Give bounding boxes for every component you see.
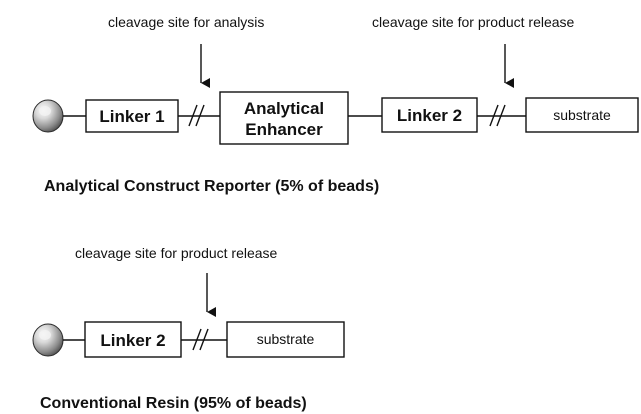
label-cleavage-release-bottom: cleavage site for product release — [75, 245, 278, 261]
cleavage-mark-release-top — [489, 104, 506, 127]
enhancer-label-line2: Enhancer — [245, 120, 323, 139]
substrate-label-bottom: substrate — [257, 331, 315, 347]
linker2-label-bottom: Linker 2 — [100, 331, 165, 350]
linker2-box-bottom — [84, 321, 182, 358]
analytical-construct: cleavage site for analysis cleavage site… — [32, 14, 639, 195]
linker2-box-top — [381, 97, 478, 133]
cleavage-mark-release-bottom — [192, 328, 209, 351]
caption-conventional-resin: Conventional Resin (95% of beads) — [40, 395, 307, 412]
analytical-enhancer-box — [219, 91, 349, 145]
resin-bead-icon — [32, 323, 64, 357]
enhancer-label-line1: Analytical — [244, 99, 324, 118]
resin-bead-icon — [32, 99, 64, 133]
label-cleavage-release-top: cleavage site for product release — [372, 14, 575, 30]
linker2-label-top: Linker 2 — [397, 106, 462, 125]
substrate-box-bottom — [226, 321, 345, 358]
linker1-box — [85, 99, 179, 133]
linker1-label: Linker 1 — [99, 107, 164, 126]
caption-analytical-construct: Analytical Construct Reporter (5% of bea… — [44, 178, 379, 195]
cleavage-mark-analysis — [188, 104, 205, 127]
substrate-label-top: substrate — [553, 107, 611, 123]
label-cleavage-analysis: cleavage site for analysis — [108, 14, 264, 30]
substrate-box-top — [525, 97, 639, 133]
conventional-resin: cleavage site for product release Linker… — [32, 245, 345, 412]
